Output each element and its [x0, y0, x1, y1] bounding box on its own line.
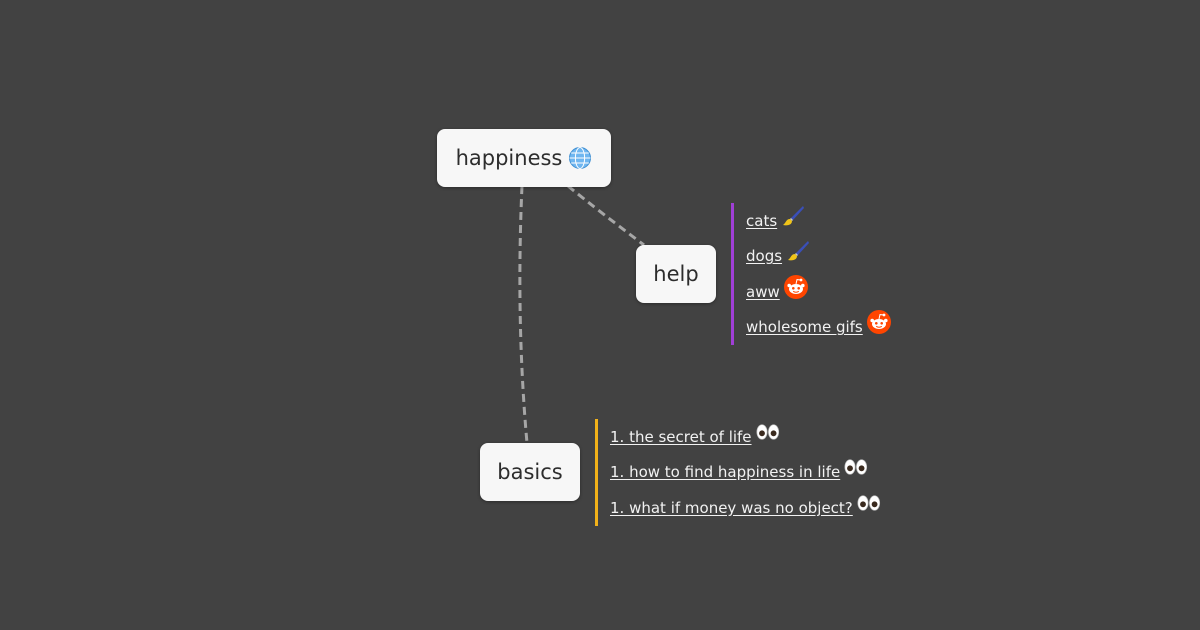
basics-link-list: 1. the secret of life 1. how to find hap…	[595, 419, 881, 526]
link-dogs[interactable]: dogs	[746, 247, 783, 266]
reddit-icon	[867, 310, 891, 334]
link-find-happiness[interactable]: 1. how to find happiness in life	[610, 463, 841, 482]
reddit-icon	[784, 275, 808, 299]
link-item-aww: aww	[746, 274, 891, 310]
connector-root-help	[567, 184, 645, 247]
paintbrush-icon	[786, 239, 810, 263]
help-node-label: help	[653, 262, 699, 286]
basics-node[interactable]: basics	[480, 443, 580, 501]
link-item-dogs: dogs	[746, 239, 891, 275]
link-money-no-object[interactable]: 1. what if money was no object?	[610, 498, 853, 517]
eyes-icon	[756, 420, 780, 444]
link-cats[interactable]: cats	[746, 211, 778, 230]
eyes-icon	[844, 455, 868, 479]
help-node[interactable]: help	[636, 245, 716, 303]
link-item-wholesome-gifs: wholesome gifs	[746, 310, 891, 346]
basics-node-label: basics	[497, 460, 563, 484]
link-aww[interactable]: aww	[746, 282, 780, 301]
help-link-list: cats dogs aww wholesome gifs	[731, 203, 891, 345]
root-node-label: happiness	[455, 146, 563, 170]
eyes-icon	[857, 491, 881, 515]
globe-icon	[568, 146, 592, 170]
link-item-cats: cats	[746, 203, 891, 239]
link-item-find-happiness: 1. how to find happiness in life	[610, 455, 881, 491]
link-secret-of-life[interactable]: 1. the secret of life	[610, 427, 752, 446]
link-item-money-no-object: 1. what if money was no object?	[610, 490, 881, 526]
link-item-secret-of-life: 1. the secret of life	[610, 419, 881, 455]
link-wholesome-gifs[interactable]: wholesome gifs	[746, 318, 863, 337]
root-node[interactable]: happiness	[437, 129, 611, 187]
connector-root-basics	[518, 185, 529, 444]
paintbrush-icon	[781, 204, 805, 228]
